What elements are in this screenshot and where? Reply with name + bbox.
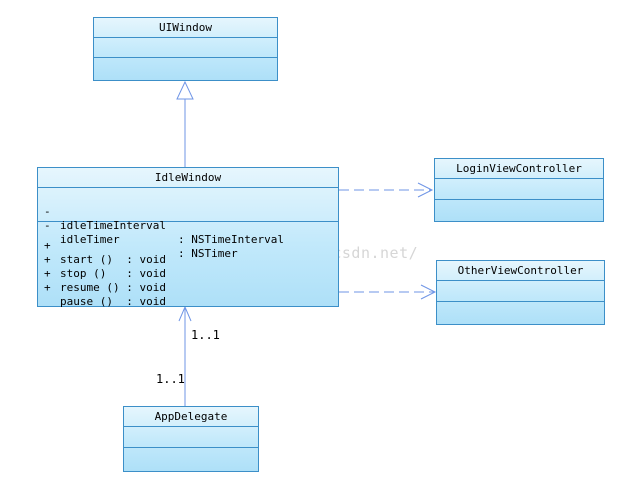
attribute-type: : NSTimeInterval (178, 233, 284, 246)
attribute-type: : NSTimer (178, 247, 238, 260)
attribute-name: idleTimeInterval (60, 219, 166, 232)
attribute-visibility: - (44, 219, 51, 232)
class-loginviewcontroller-attributes (435, 179, 603, 200)
attribute-visibility: - (44, 205, 51, 218)
class-appdelegate-attributes (124, 427, 258, 448)
attribute-row: - idleTimeInterval : NSTimeInterval (38, 191, 338, 246)
class-loginviewcontroller-name: LoginViewController (435, 159, 603, 179)
operation-row: + stop () : void (38, 239, 338, 280)
class-otherviewcontroller-attributes (437, 281, 604, 302)
operation-visibility: + (44, 253, 51, 266)
association-arrowhead (178, 305, 192, 322)
class-idlewindow: IdleWindow - idleTimeInterval : NSTimeIn… (37, 167, 339, 308)
class-appdelegate: AppDelegate (123, 406, 259, 472)
attribute-row: - idleTimer : NSTimer (38, 205, 338, 260)
operation-row: + pause () : void (38, 267, 338, 308)
class-uiwindow-attributes (94, 38, 277, 58)
operation-signature: resume () : void (60, 281, 166, 294)
class-otherviewcontroller-name: OtherViewController (437, 261, 604, 281)
operation-row: + start () : void (38, 225, 338, 266)
multiplicity-bottom: 1..1 (156, 372, 185, 386)
operation-visibility: + (44, 267, 51, 280)
operation-signature: start () : void (60, 253, 166, 266)
attribute-name: idleTimer (60, 233, 120, 246)
class-loginviewcontroller: LoginViewController (434, 158, 604, 222)
operation-row: + resume () : void (38, 253, 338, 294)
operation-visibility: + (44, 281, 51, 294)
operation-visibility: + (44, 239, 51, 252)
dependency-arrowhead-login (417, 182, 434, 198)
class-idlewindow-attributes: - idleTimeInterval : NSTimeInterval - id… (38, 188, 338, 260)
dependency-arrowhead-other (420, 284, 437, 300)
class-appdelegate-name: AppDelegate (124, 407, 258, 427)
class-uiwindow: UIWindow (93, 17, 278, 81)
multiplicity-top: 1..1 (191, 328, 220, 342)
operation-signature: pause () : void (60, 295, 166, 308)
class-otherviewcontroller: OtherViewController (436, 260, 605, 325)
operation-signature: stop () : void (60, 267, 166, 280)
class-uiwindow-name: UIWindow (94, 18, 277, 38)
class-idlewindow-name: IdleWindow (38, 168, 338, 188)
generalization-arrowhead (176, 80, 194, 100)
class-idlewindow-operations: + start () : void + stop () : void + res… (38, 222, 338, 308)
